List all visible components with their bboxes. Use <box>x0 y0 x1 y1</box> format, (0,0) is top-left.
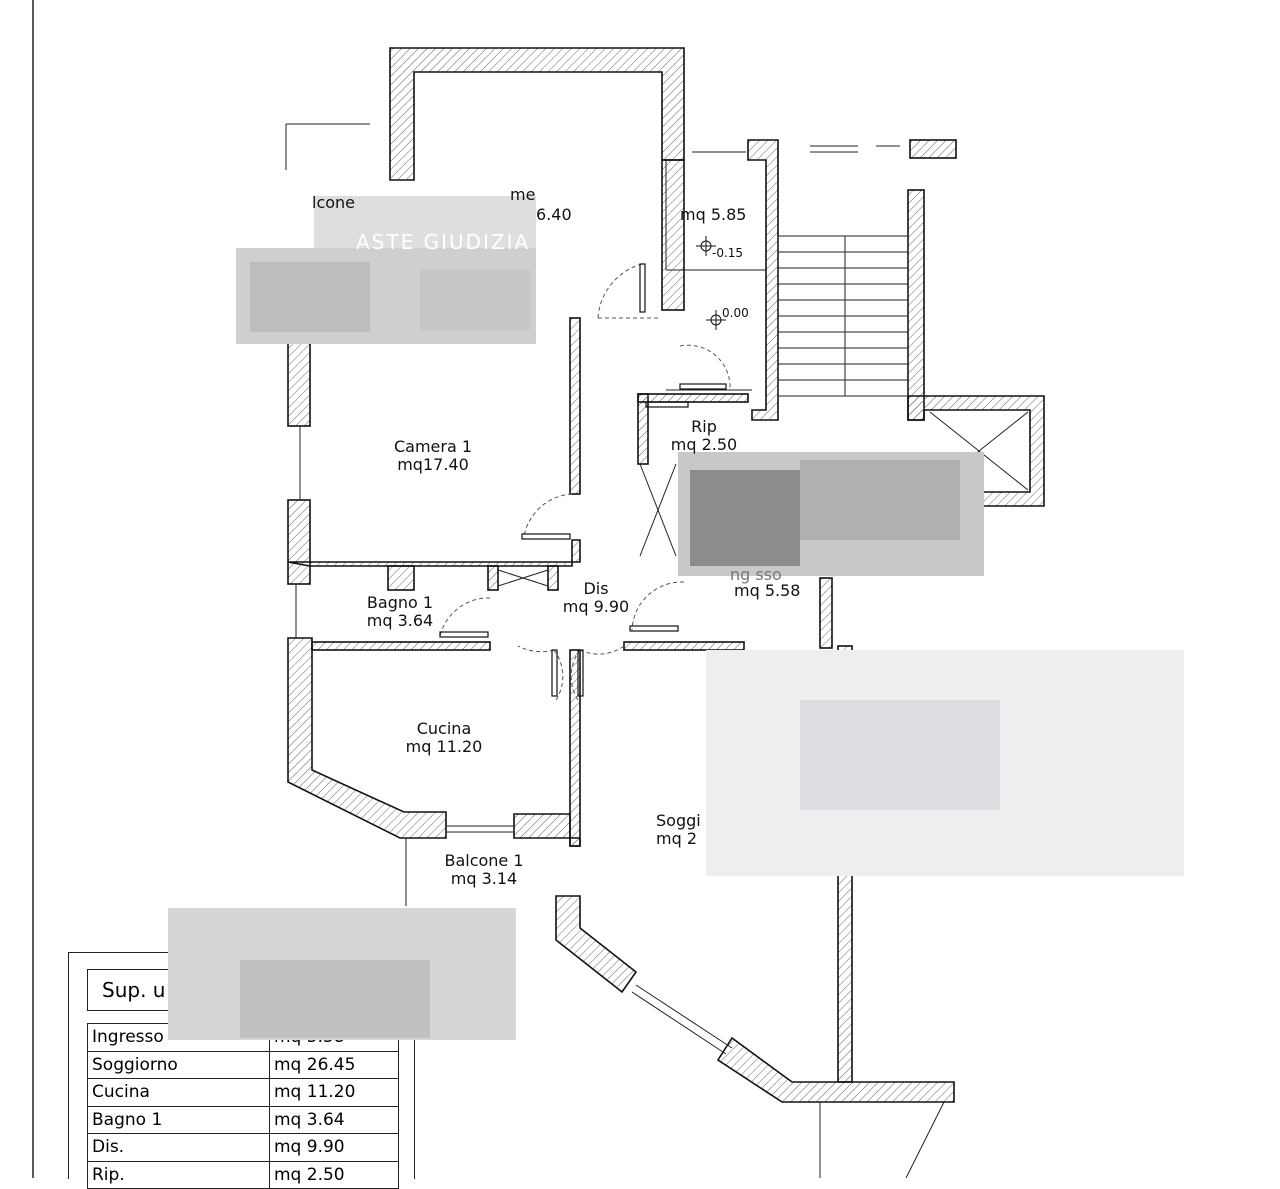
level-marker-015 <box>696 236 716 256</box>
room-name: Rip <box>691 417 717 436</box>
room-area: mq 3.64 <box>366 611 434 630</box>
wall-bagno-bottom <box>311 641 491 651</box>
row-name: Bagno 1 <box>87 1105 270 1134</box>
wall-soggiorno-1 <box>555 895 638 994</box>
rip-cross <box>639 463 677 557</box>
room-area: mq 9.90 <box>562 597 630 616</box>
wall-rip-top <box>637 393 749 403</box>
row-name: Cucina <box>87 1078 270 1107</box>
wall-balcone-right <box>513 813 581 847</box>
room-name: Cucina <box>416 719 472 738</box>
wall-left-upper <box>287 329 311 427</box>
row-name: Soggiorno <box>87 1050 270 1079</box>
label-camera-top-area: 6.40 <box>536 205 572 224</box>
wall-camera-right <box>569 317 581 495</box>
room-name: Balcone 1 <box>444 851 524 870</box>
wall-top-room <box>389 47 685 181</box>
wall-bagno-stub1 <box>387 565 415 591</box>
watermark-text: ASTE GIUDIZIA <box>356 230 531 254</box>
wall-ingresso-right <box>819 577 833 649</box>
level-marker-0 <box>706 310 726 330</box>
room-name: Bagno 1 <box>366 593 434 612</box>
room-label-rip: Rip mq 2.50 <box>671 418 737 454</box>
door-swings <box>439 263 731 701</box>
table-row: Soggiorno mq 26.45 <box>87 1050 399 1079</box>
room-name: Dis <box>583 579 609 598</box>
summary-table: Ingresso mq 5.58 Soggiorno mq 26.45 Cuci… <box>87 1023 399 1189</box>
table-row: Cucina mq 11.20 <box>87 1078 399 1107</box>
door-leaves <box>439 263 727 697</box>
table-row: Dis. mq 9.90 <box>87 1133 399 1162</box>
room-area: mq 11.20 <box>405 737 483 756</box>
level-label-015: -0.15 <box>712 246 744 260</box>
wall-lift <box>907 395 1045 507</box>
table-row: Bagno 1 mq 3.64 <box>87 1105 399 1134</box>
stair-treads <box>777 235 909 397</box>
room-name: Camera 1 <box>393 437 473 456</box>
room-area: mq 2.50 <box>670 435 738 454</box>
row-value: mq 3.64 <box>269 1105 399 1134</box>
wall-stair-left <box>747 139 779 421</box>
row-value: mq 26.45 <box>269 1050 399 1079</box>
row-value: mq 11.20 <box>269 1078 399 1107</box>
wall-left-mid <box>287 499 311 585</box>
room-label-cucina: Cucina mq 11.20 <box>406 720 483 756</box>
room-label-camera1: Camera 1 mq17.40 <box>394 438 472 474</box>
row-value: mq 2.50 <box>269 1160 399 1189</box>
closet-cross <box>497 569 549 587</box>
wall-top-right-strip <box>909 139 957 159</box>
label-balcone-top: lcone <box>312 193 356 212</box>
row-name: Rip. <box>87 1160 270 1189</box>
room-area: mq 2 <box>656 829 698 848</box>
wall-stair-right <box>907 189 925 421</box>
summary-header-text: Sup. u <box>102 978 166 1002</box>
level-label-0: 0.00 <box>722 306 749 320</box>
label-camera-top: me <box>510 185 536 204</box>
label-ingresso-partial: ng sso <box>730 565 782 584</box>
row-value: mq 9.90 <box>269 1133 399 1162</box>
table-row: Rip. mq 2.50 <box>87 1160 399 1189</box>
room-label-dis: Dis mq 9.90 <box>563 580 629 616</box>
room-area: mq17.40 <box>397 455 469 474</box>
wall-soggiorno-2 <box>716 1036 955 1103</box>
room-label-soggiorno: Soggi mq 2 <box>656 812 701 848</box>
wall-camera-bottom <box>287 539 581 567</box>
wall-top-room-right <box>661 159 685 311</box>
room-label-balcone1: Balcone 1 mq 3.14 <box>444 852 523 888</box>
wall-dis-bottom <box>623 641 745 651</box>
wall-bagno-stub2 <box>487 565 499 591</box>
room-name: Soggi <box>656 811 701 830</box>
wall-bagno-stub3 <box>547 565 559 591</box>
room-label-bagno1: Bagno 1 mq 3.64 <box>367 594 433 630</box>
label-stair-room-area: mq 5.85 <box>680 205 747 224</box>
label-ingresso-area: mq 5.58 <box>734 581 801 600</box>
redaction-summary-overlay-dark <box>240 960 430 1038</box>
room-area: mq 3.14 <box>450 869 518 888</box>
row-name: Dis. <box>87 1133 270 1162</box>
wall-cucina <box>287 637 447 839</box>
